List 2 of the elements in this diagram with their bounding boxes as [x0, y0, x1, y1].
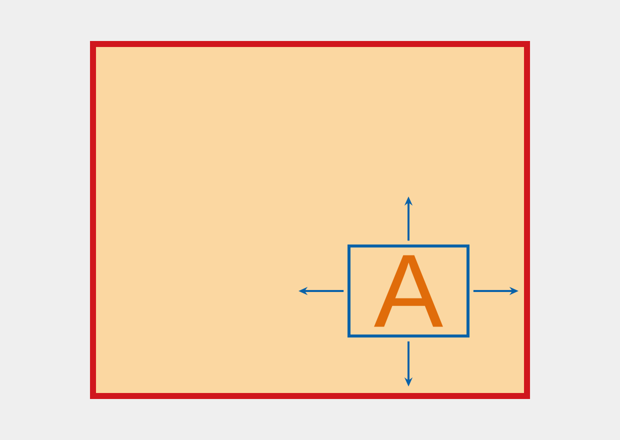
letter-box: A: [348, 244, 470, 338]
frame-box: [90, 41, 530, 399]
